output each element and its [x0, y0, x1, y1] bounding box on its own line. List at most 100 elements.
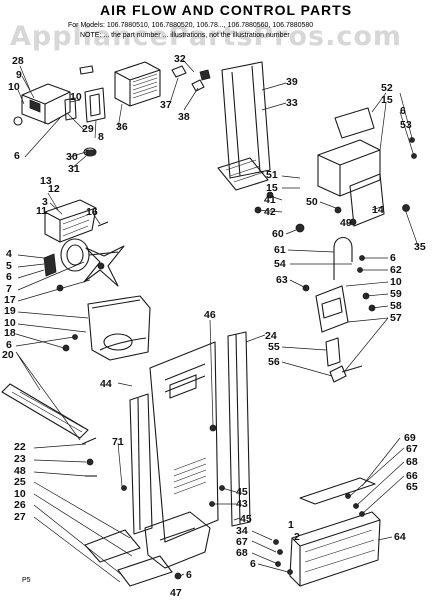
callout-label: 71: [112, 436, 124, 448]
callout-label: 50: [306, 196, 318, 208]
callout-label: 10: [4, 317, 16, 329]
callout-label: 29: [82, 123, 94, 135]
callout-label: 49: [340, 217, 352, 229]
left-vertical-channel: [129, 393, 153, 535]
damper-control-housing: [13, 83, 71, 126]
callout-label: 18: [4, 327, 16, 339]
callout-label: 6: [250, 558, 256, 570]
callout-label: 68: [236, 547, 248, 559]
callout-label: 10: [70, 91, 82, 103]
callout-labels: 28 9 10 6 29 8 36 10 32 37 38 39 33 52 1…: [2, 53, 426, 599]
callout-label: 27: [14, 511, 26, 523]
callout-label: 8: [98, 131, 104, 143]
callout-label: 9: [16, 69, 22, 81]
leader-lines: [15, 59, 419, 583]
air-duct-rail: [1, 383, 89, 439]
callout-label: 6: [6, 271, 12, 283]
callout-label: 48: [14, 465, 26, 477]
callout-label: 59: [390, 288, 402, 300]
callout-label: 62: [390, 264, 402, 276]
callout-label: 17: [4, 294, 16, 306]
vertical-air-duct: [221, 61, 271, 179]
callout-label: 15: [381, 94, 393, 106]
callout-label: 35: [414, 241, 426, 253]
callout-label: 60: [272, 228, 284, 240]
callout-label: 15: [266, 182, 278, 194]
watermark: AppliancePartsPros.com: [10, 21, 402, 52]
callout-label: 13: [40, 175, 52, 187]
callout-label: 33: [286, 97, 298, 109]
callout-label: 69: [404, 432, 416, 444]
callout-label: 16: [86, 206, 98, 218]
callout-label: 65: [406, 481, 418, 493]
callout-label: 63: [276, 274, 288, 286]
light-socket-housing: [114, 61, 161, 107]
models-line: For Models: 106.7880510, 106.7880520, 10…: [68, 22, 313, 29]
crisper-cover-bracket: [84, 511, 211, 587]
note-line: NOTE: ... the part number ... illustrati…: [80, 32, 290, 39]
callout-label: 64: [394, 531, 406, 543]
callout-label: 11: [36, 205, 47, 217]
center-air-duct-panel: [149, 341, 219, 543]
callout-label: 54: [274, 258, 286, 270]
callout-label: 39: [286, 76, 298, 88]
callout-label: 61: [274, 244, 286, 256]
callout-label: 25: [14, 476, 26, 488]
callout-label: 24: [265, 330, 277, 342]
callout-label: 10: [390, 276, 402, 288]
callout-label: 56: [268, 356, 280, 368]
callout-label: 53: [400, 119, 412, 131]
callout-label: 10: [8, 81, 20, 93]
callout-label: 26: [14, 499, 26, 511]
crisper-cover-assembly: [289, 477, 381, 587]
callout-label: 44: [100, 378, 112, 390]
control-panel-frame: [79, 65, 106, 123]
callout-label: 1: [288, 519, 294, 531]
callout-label: 3: [42, 196, 48, 208]
callout-label: 58: [390, 300, 402, 312]
callout-label: 2: [294, 531, 300, 543]
callout-label: 6: [186, 569, 192, 581]
diagram-title: AIR FLOW AND CONTROL PARTS: [100, 2, 352, 18]
right-upper-fasteners: [254, 137, 417, 233]
callout-label: 41: [264, 194, 276, 206]
callout-label: 45: [236, 486, 248, 498]
callout-label: 14: [372, 204, 384, 216]
callout-label: 34: [236, 525, 248, 537]
callout-label: 46: [204, 309, 216, 321]
callout-label: 47: [170, 587, 182, 599]
callout-label: 30: [66, 151, 78, 163]
drain-tube: [333, 236, 353, 280]
callout-label: 6: [14, 150, 20, 162]
callout-label: 6: [400, 105, 406, 117]
control-housing: [315, 285, 349, 333]
wire-harness-clip: [329, 365, 363, 383]
thermostat-bracket: [64, 97, 77, 121]
right-vertical-channel: [227, 331, 251, 527]
left-lower-fasteners: [81, 437, 97, 477]
callout-label: 42: [264, 206, 276, 218]
callout-label: 52: [381, 82, 393, 94]
motor-bracket: [44, 199, 97, 243]
callout-label: 5: [6, 260, 12, 272]
callout-label: 28: [12, 55, 24, 67]
callout-label: 36: [116, 121, 128, 133]
callout-label: 19: [4, 305, 16, 317]
callout-label: 22: [14, 441, 26, 453]
center-panel-fasteners: [121, 424, 225, 580]
fan-shroud: [87, 295, 151, 361]
callout-label: 10: [14, 488, 26, 500]
callout-label: 31: [68, 163, 80, 175]
light-bulb-parts: [171, 65, 211, 92]
callout-label: 67: [236, 536, 248, 548]
callout-label: 37: [160, 99, 172, 111]
evaporator-fan-motor: [43, 238, 119, 277]
callout-label: 23: [14, 453, 26, 465]
control-knob: [83, 147, 97, 157]
callout-label: 6: [390, 252, 396, 264]
callout-label: 6: [6, 339, 12, 351]
callout-label: 20: [2, 349, 14, 361]
callout-label: 66: [406, 470, 418, 482]
thermostat-sensor: [325, 337, 341, 367]
